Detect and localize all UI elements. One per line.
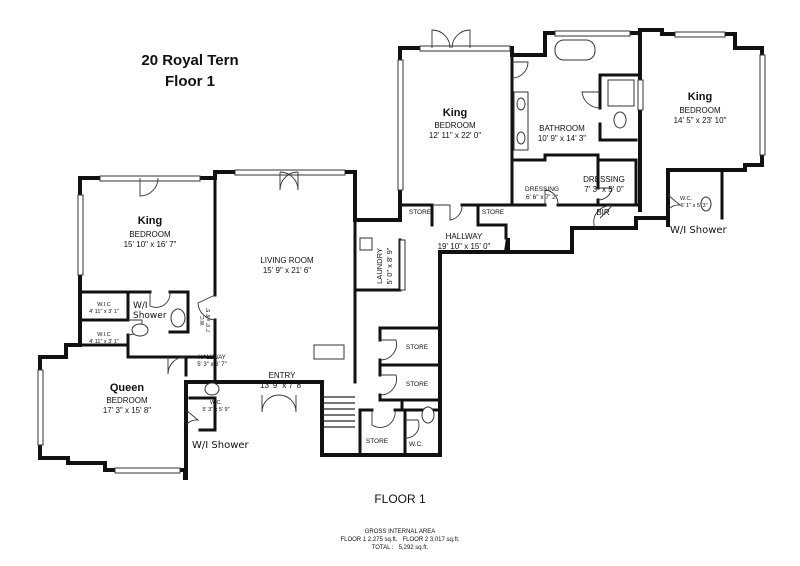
room-labels: King BEDROOM 12' 11" x 22' 0" BATHROOM 1…: [89, 91, 726, 448]
dressing-name: DRESSING: [583, 175, 625, 184]
shower-note-left-2: Shower: [133, 311, 167, 321]
shower-note-right: W/I Shower: [670, 225, 728, 236]
queen-bedroom-type: BEDROOM: [106, 396, 148, 405]
annotations: W/I Shower W/I Shower W/I Shower: [133, 225, 728, 451]
store-d-name: STORE: [406, 381, 429, 388]
hallway-main-name: HALLWAY: [446, 232, 483, 241]
bathroom-dims: 10' 9" x 14' 3": [538, 134, 586, 143]
laundry-name: LAUNDRY: [375, 248, 384, 284]
queen-bedroom-name: Queen: [110, 382, 145, 394]
fixtures: [131, 39, 712, 428]
king-bedroom-right-type: BEDROOM: [679, 106, 721, 115]
doors: [127, 29, 682, 439]
king-bedroom-center-name: King: [443, 107, 467, 119]
entry-dims: 13' 9" x 7' 8": [260, 381, 304, 390]
shower-note-left-1: W/I: [133, 301, 148, 311]
windows: [37, 30, 766, 474]
dressing-small-name: DRESSING: [525, 186, 559, 193]
store-e-name: STORE: [366, 438, 389, 445]
area-total: TOTAL : 5,292 sq.ft.: [372, 545, 429, 551]
shower-note-queen: W/I Shower: [192, 440, 250, 451]
hallway-main-dims: 19' 10" x 15' 0": [438, 242, 491, 251]
footer: FLOOR 1 GROSS INTERNAL AREA FLOOR 1 2,27…: [340, 492, 459, 551]
living-room-name: LIVING ROOM: [260, 256, 314, 265]
wic-1-dims: 4' 11" x 3' 1": [89, 309, 119, 315]
store-b-name: STORE: [482, 209, 505, 216]
living-room-dims: 15' 9" x 21' 6": [263, 266, 311, 275]
wc-queen-name: W.C.: [210, 400, 222, 406]
king-bedroom-left-dims: 15' 10" x 16' 7": [124, 240, 177, 249]
wc-bottom-name: W.C.: [409, 441, 423, 448]
queen-bedroom-dims: 17' 3" x 15' 8": [103, 406, 151, 415]
area-floors: FLOOR 1 2,275 sq.ft. FLOOR 2 3,017 sq.ft…: [340, 537, 459, 543]
plan-subtitle: Floor 1: [165, 73, 215, 90]
store-c-name: STORE: [406, 344, 429, 351]
entry-name: ENTRY: [269, 371, 297, 380]
king-bedroom-center-type: BEDROOM: [434, 121, 476, 130]
area-heading: GROSS INTERNAL AREA: [365, 529, 435, 535]
bir-name: BIR: [596, 208, 610, 217]
store-a-name: STORE: [409, 209, 432, 216]
plan-title: 20 Royal Tern: [141, 52, 238, 69]
king-bedroom-left-type: BEDROOM: [129, 230, 171, 239]
king-bedroom-center-dims: 12' 11" x 22' 0": [429, 131, 481, 140]
wc-left-dims: 7' 0" x 6' 5": [206, 307, 212, 332]
dressing-dims: 7' 3" x 5' 0": [584, 185, 624, 194]
king-bedroom-right-dims: 14' 5" x 23' 10": [674, 116, 727, 125]
king-bedroom-right-name: King: [688, 91, 712, 103]
king-bedroom-left-name: King: [138, 215, 162, 227]
wc-right-dims: 6' 1" x 5' 3": [680, 203, 707, 209]
wc-right-name: W.C.: [680, 196, 692, 202]
wc-left-name: W.C.: [200, 315, 206, 326]
wic-1-name: W.I.C: [97, 302, 110, 308]
dressing-small-dims: 6' 6" x 7' 2": [526, 194, 559, 201]
laundry-dims: 5' 0" x 8' 9": [385, 247, 394, 284]
hallway-small-name: HALLWAY: [198, 355, 226, 361]
hallway-small-dims: 5' 3" x 6' 7": [197, 362, 227, 368]
wic-2-dims: 4' 11" x 3' 1": [89, 339, 119, 345]
bathroom-name: BATHROOM: [539, 124, 585, 133]
wc-queen-dims: 5' 3" x 5' 9": [202, 407, 229, 413]
floor-label: FLOOR 1: [374, 492, 426, 506]
wic-2-name: W.I.C: [97, 332, 110, 338]
